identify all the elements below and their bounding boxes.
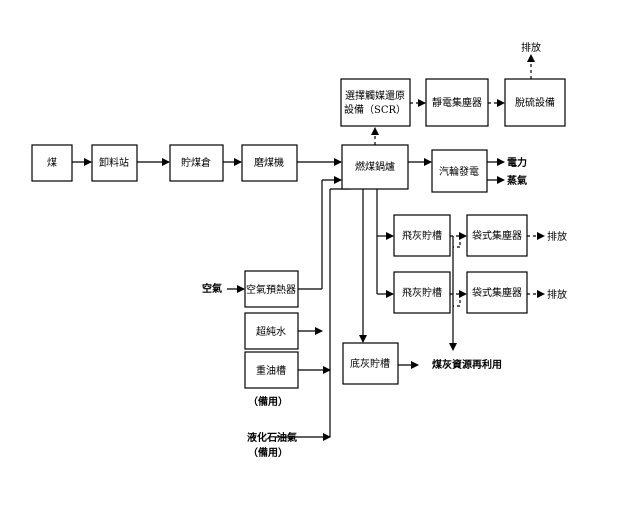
flyash2-box	[393, 271, 451, 314]
connectors	[72, 54, 545, 441]
mill-box	[241, 144, 298, 182]
desulf-box	[504, 78, 566, 127]
electricity-label: 電力	[507, 156, 527, 169]
storage-label: 貯煤倉	[181, 156, 211, 169]
bag2-box	[466, 271, 528, 314]
emission2-label: 排放	[547, 288, 567, 301]
unloading-label: 卸料站	[99, 156, 129, 169]
bag1-box	[466, 214, 528, 257]
bottomash-box	[342, 342, 399, 385]
bottomash-label: 底灰貯槽	[350, 357, 390, 370]
backup1-label: （備用）	[248, 395, 288, 408]
emission-top-label: 排放	[521, 41, 541, 54]
scr-box	[340, 78, 411, 127]
lpg-label: 液化石油氣	[247, 431, 297, 444]
purewater-box	[244, 312, 299, 350]
turbine-label: 汽輪發電	[439, 165, 479, 178]
flyash1-box	[393, 214, 451, 257]
box-labels: 煤 卸料站 貯煤倉 磨煤機 燃煤鍋爐 選擇觸媒還原 設備（SCR） 靜電集塵器 …	[47, 89, 555, 377]
reuse-label: 煤灰資源再利用	[432, 358, 502, 371]
bag1-label: 袋式集塵器	[472, 229, 522, 242]
mill-label: 磨煤機	[254, 156, 284, 169]
coal-label: 煤	[47, 156, 57, 169]
boiler-box	[341, 144, 409, 190]
emission1-label: 排放	[547, 230, 567, 243]
purewater-label: 超純水	[256, 325, 286, 338]
unloading-box	[91, 144, 138, 182]
flyash2-label: 飛灰貯槽	[402, 286, 442, 299]
flyash1-label: 飛灰貯槽	[402, 229, 442, 242]
steam-label: 蒸氣	[507, 174, 527, 187]
backup2-label: （備用）	[248, 446, 288, 459]
scr-label-line1: 選擇觸媒還原	[345, 89, 405, 102]
desulf-label: 脫硫設備	[515, 96, 555, 109]
storage-box	[169, 144, 224, 182]
oiltank-label: 重油槽	[256, 364, 286, 377]
coal-box	[31, 144, 73, 182]
process-boxes	[31, 78, 566, 389]
bag2-label: 袋式集塵器	[472, 286, 522, 299]
oiltank-box	[244, 351, 299, 389]
turbine-box	[431, 149, 488, 193]
air-label: 空氣	[202, 282, 222, 295]
preheater-label: 空氣預熱器	[246, 283, 296, 296]
esp-label: 靜電集塵器	[432, 96, 482, 109]
preheater-box	[244, 270, 299, 308]
scr-label-line2: 設備（SCR）	[344, 103, 406, 116]
free-labels: 排放 電力 蒸氣 排放 排放 空氣 （備用） 液化石油氣 （備用） 煤灰資源再利…	[202, 41, 567, 459]
esp-box	[425, 78, 489, 127]
boiler-label: 燃煤鍋爐	[355, 160, 395, 173]
